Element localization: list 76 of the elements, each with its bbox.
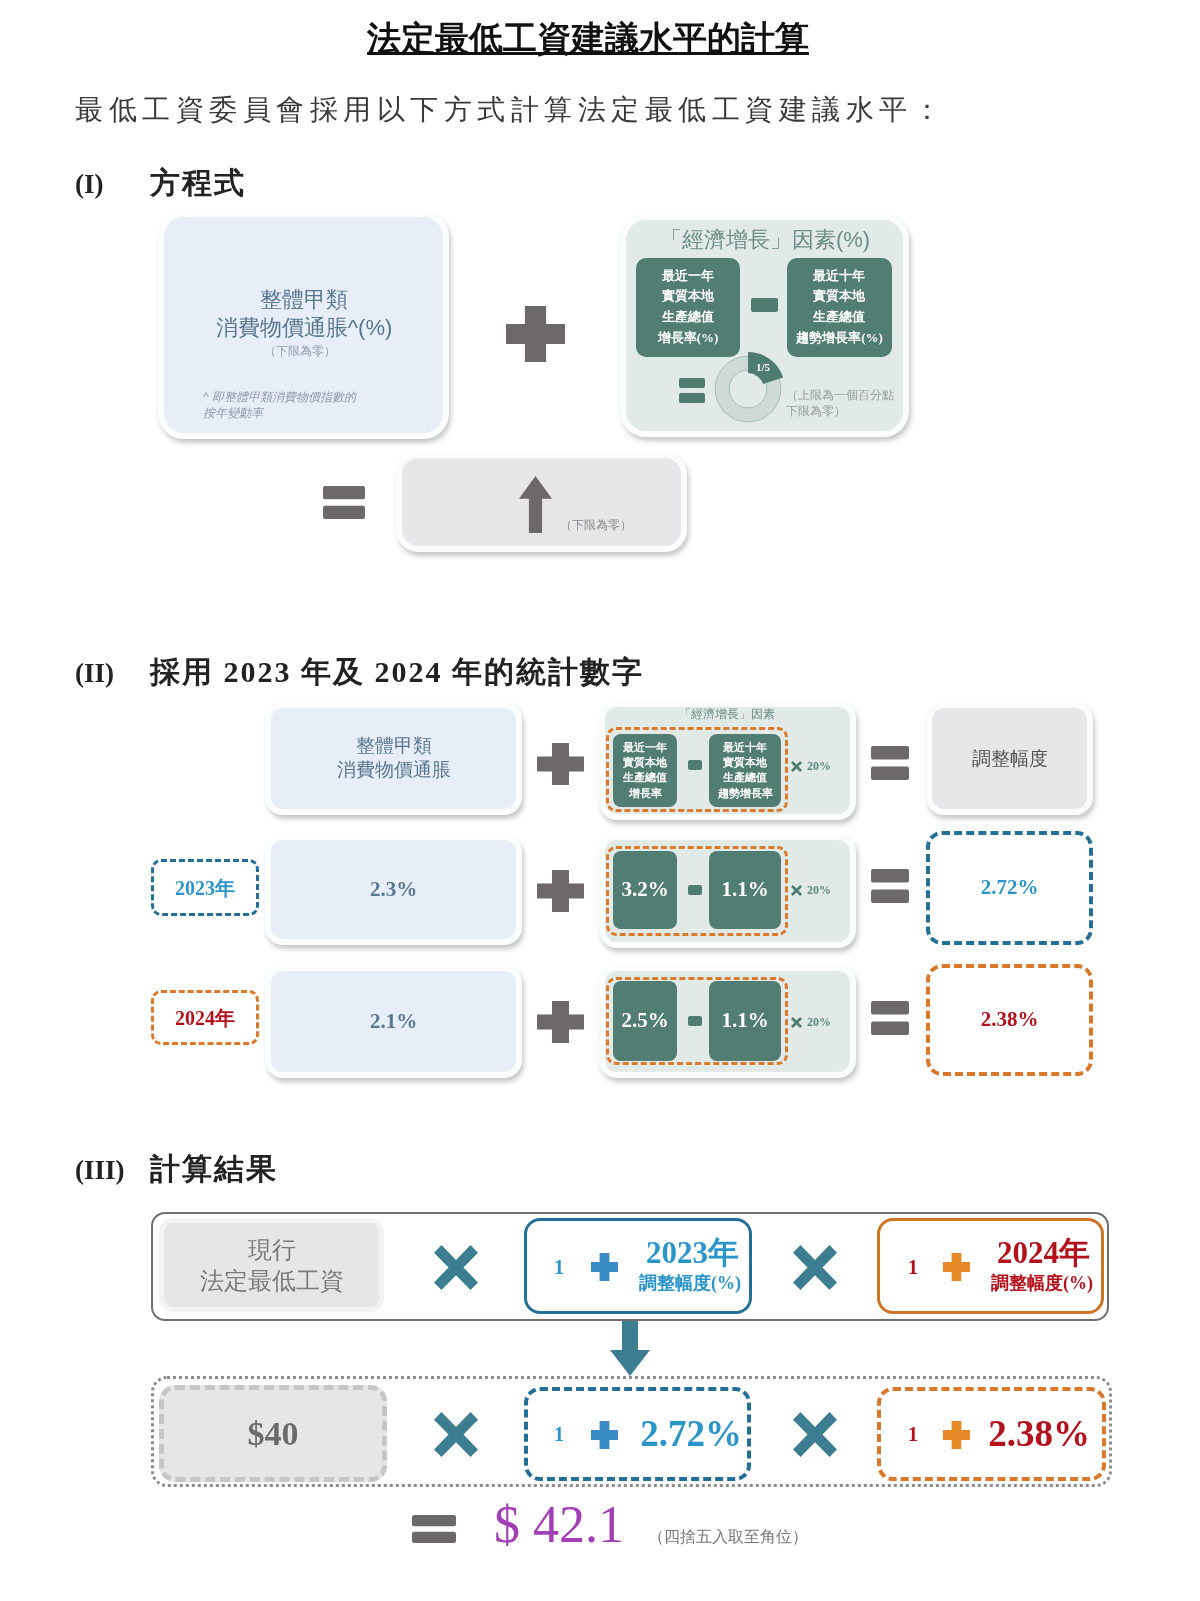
title: 法定最低工資建議水平的計算 (367, 19, 809, 59)
gdp-rate-box (787, 258, 892, 357)
percent-value: 3.2% (621, 877, 669, 903)
box-heading: 「經濟增長」因素(%) (659, 227, 871, 254)
dotted-frame (151, 1376, 1112, 1487)
dashed-group-box (606, 727, 788, 812)
footnote: ^ 即整體甲類消費物價指數的按年變動率 (203, 389, 356, 422)
percent-value: 2.38% (980, 1007, 1039, 1033)
percent-value: 2.38% (988, 1411, 1090, 1456)
box-label: 最近一年實質本地生產總值增長率(%) (657, 266, 719, 348)
adjustment-rate-box (926, 831, 1093, 945)
box-note: （下限為零） (264, 344, 336, 359)
result-value: $ 42.1 (494, 1495, 624, 1555)
gdp-rate-box (613, 981, 677, 1061)
arrow (610, 1321, 650, 1376)
growth-factor-box (599, 701, 856, 820)
adjustment-rate-box (926, 964, 1093, 1076)
gdp-rate-box (709, 851, 781, 929)
wage-value: $40 (247, 1413, 299, 1454)
box-label: 整體甲類消費物價通脹 (336, 733, 451, 783)
intro-text: 最低工資委員會採用以下方式計算法定最低工資建議水平： (75, 93, 946, 127)
factor-box (524, 1218, 752, 1314)
multiplier-value: 1 (554, 1255, 564, 1279)
year-label: 2024年 (175, 1005, 235, 1030)
rounding-note: （四捨五入取至角位） (648, 1527, 808, 1547)
multiplier-value: 1 (908, 1255, 918, 1279)
year-label: 2023年 (175, 875, 235, 900)
box-label: 調整幅度 (971, 747, 1048, 770)
multiplier-value: 1 (554, 1422, 564, 1446)
growth-factor-box (599, 965, 856, 1078)
wage-box (159, 1218, 384, 1312)
year-box (151, 990, 259, 1045)
percent-value: 1.1% (721, 1008, 769, 1034)
ring-chart (711, 352, 785, 426)
growth-factor-box (620, 214, 909, 437)
rate-label: 20% (807, 758, 831, 774)
factor-box (877, 1218, 1104, 1314)
rate-label: 調整幅度(%) (991, 1273, 1093, 1295)
gdp-rate-box (613, 851, 677, 929)
percent-value: 1.1% (721, 877, 769, 903)
percent-value: 2.72% (640, 1411, 742, 1456)
year-label: 2024年 (997, 1234, 1090, 1272)
rate-label: 20% (807, 1014, 831, 1030)
box-label: 最近一年實質本地生產總值增長率 (623, 739, 667, 801)
box-label: 最近十年實質本地生產總值趨勢增長率(%) (796, 266, 883, 348)
gdp-rate-box (709, 981, 781, 1061)
section-number: (I) (75, 168, 104, 201)
multiplier-value: 1 (908, 1422, 918, 1446)
box-heading: 「經濟增長」因素 (679, 707, 775, 722)
dashed-group-box (606, 846, 788, 936)
percent-value: 2.72% (980, 875, 1039, 901)
box-label: 現行法定最低工資 (199, 1234, 344, 1296)
box-label: 最近十年實質本地生產總值趨勢增長率 (717, 739, 773, 801)
rate-label: 調整幅度(%) (639, 1273, 741, 1295)
section-heading: 計算結果 (150, 1151, 278, 1187)
year-label: 2023年 (646, 1234, 739, 1272)
gdp-rate-box (709, 734, 781, 807)
formula-frame (151, 1212, 1109, 1321)
section-heading: 方程式 (150, 165, 246, 201)
section-number: (II) (75, 657, 114, 690)
wage-box (159, 1385, 387, 1482)
percent-value: 2.3% (369, 876, 418, 903)
growth-factor-box (599, 834, 856, 948)
fraction-label: 1/5 (755, 361, 771, 375)
percent-value: 2.5% (621, 1008, 669, 1034)
box-note: （下限為零） (560, 518, 632, 533)
rate-label: 20% (807, 882, 831, 898)
section-heading: 採用 2023 年及 2024 年的統計數字 (150, 654, 644, 690)
box-note: （上限為一個百分點下限為零） (786, 388, 894, 420)
dashed-group-box (606, 977, 788, 1065)
gdp-rate-box (613, 734, 677, 807)
year-box (151, 859, 259, 916)
box-heading: 整體甲類消費物價通脹^(%) (215, 286, 393, 342)
percent-value: 2.1% (369, 1008, 418, 1035)
gdp-rate-box (636, 258, 740, 357)
section-number: (III) (75, 1154, 125, 1187)
